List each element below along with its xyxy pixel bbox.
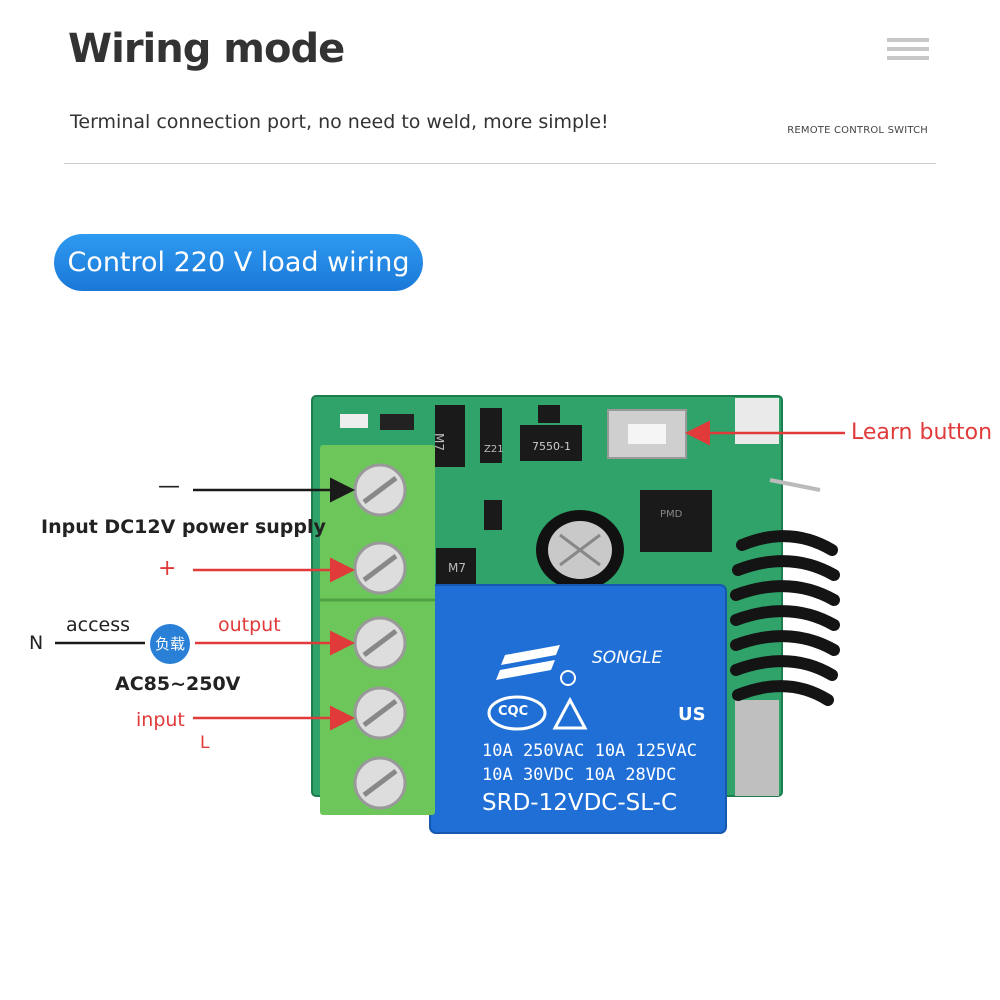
diode-mid-label: M7 [448, 561, 466, 575]
menu-icon[interactable] [887, 38, 929, 64]
transistor-label: Z21 [484, 444, 504, 455]
cqc-logo [487, 695, 547, 731]
relay [430, 585, 726, 833]
regulator-label: 7550-1 [532, 440, 571, 453]
relay-cert: CQC [498, 704, 529, 719]
decoder-chip [640, 490, 712, 552]
relay-rating-2: 10A 30VDC 10A 28VDC [482, 765, 677, 785]
terminal-screws [353, 463, 407, 810]
output-label: output [218, 614, 281, 636]
diode-mid [436, 548, 476, 586]
relay-model: SRD-12VDC-SL-C [482, 790, 678, 816]
voltage-label: AC85~250V [115, 673, 241, 695]
small-transistor [484, 500, 502, 530]
learn-button-label: Learn button [851, 420, 993, 445]
header-divider [64, 163, 936, 164]
section-pill: Control 220 V load wiring [54, 234, 423, 291]
page-title: Wiring mode [68, 26, 345, 72]
smd-led [340, 414, 368, 428]
transistor [480, 408, 502, 463]
relay-logo [496, 645, 560, 680]
smd-resistor [380, 414, 414, 430]
regulator-ic [520, 425, 582, 461]
diode-top-label: M7 [432, 433, 446, 451]
l-label: L [200, 733, 210, 753]
access-label: access [66, 614, 131, 636]
relay-ul: US [678, 704, 706, 725]
page-subtitle: Terminal connection port, no need to wel… [70, 111, 609, 133]
n-label: N [29, 632, 44, 654]
chip-label: PMD [660, 509, 683, 520]
antenna-pad [735, 398, 779, 444]
relay-rating-1: 10A 250VAC 10A 125VAC [482, 741, 697, 761]
minus-label: — [158, 474, 180, 499]
diode-top [435, 405, 465, 467]
input-label: input [136, 709, 185, 731]
metal-shield [735, 700, 779, 796]
plus-label: + [158, 556, 177, 581]
power-supply-label: Input DC12V power supply [41, 516, 326, 538]
relay-brand: SONGLE [592, 648, 663, 668]
load-badge: 负载 [150, 624, 190, 664]
tagline: REMOTE CONTROL SWITCH [787, 125, 928, 136]
antenna-coil [730, 530, 840, 706]
